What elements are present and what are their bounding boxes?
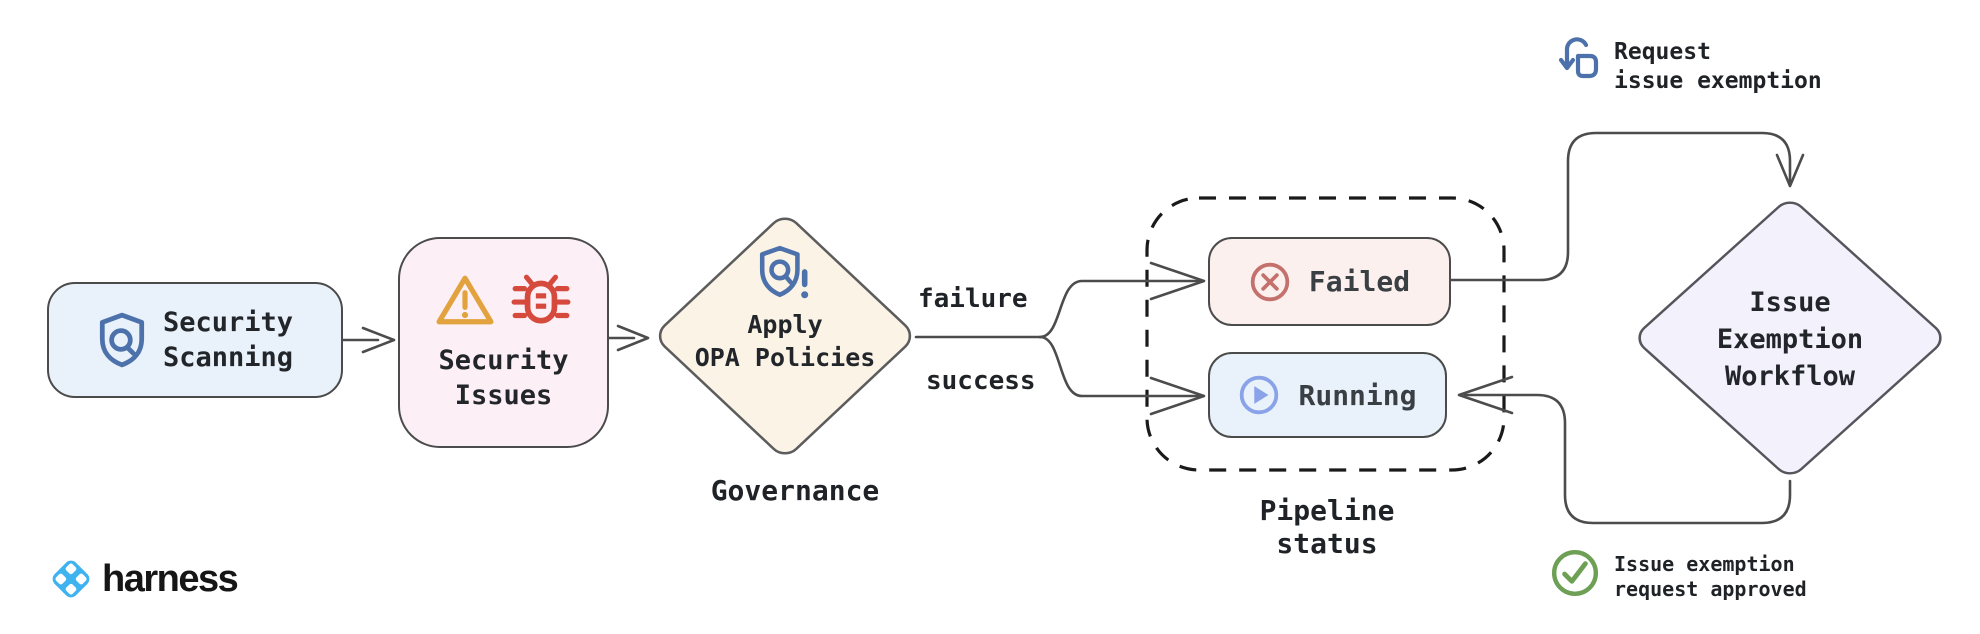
arrowhead-into-opa xyxy=(616,324,650,352)
security-issues-line2: Issues xyxy=(454,379,553,411)
arrowhead-into-issues xyxy=(361,326,396,354)
arrowhead-into-running-right xyxy=(1457,375,1514,415)
running-label: Running xyxy=(1298,378,1417,412)
issue-exemption-line1: Issue xyxy=(1749,287,1831,318)
security-issues-icons xyxy=(436,273,572,327)
success-edge-label: success xyxy=(926,366,1036,396)
security-scanning-label: Security Scanning xyxy=(163,305,293,375)
check-circle-icon xyxy=(1551,549,1599,597)
harness-wordmark: harness xyxy=(102,557,239,600)
pipeline-status-caption: Pipeline status xyxy=(1259,494,1395,560)
edge-failed-to-exemption xyxy=(1449,131,1792,282)
edge-success xyxy=(1038,335,1202,398)
x-circle-icon xyxy=(1250,262,1290,301)
request-approved-line2: request approved xyxy=(1614,577,1807,601)
edge-failure xyxy=(1038,279,1202,339)
play-circle-icon xyxy=(1240,375,1279,415)
request-exemption-text: Request issue exemption xyxy=(1614,34,1822,96)
arrowhead-into-failed xyxy=(1149,261,1206,301)
arrowhead-into-exemption xyxy=(1775,153,1805,188)
node-failed: Failed xyxy=(1208,237,1451,326)
failed-label: Failed xyxy=(1308,265,1411,298)
tap-icon xyxy=(1558,37,1599,79)
bug-icon xyxy=(511,274,570,324)
request-approved-annotation: Issue exemption request approved xyxy=(1550,548,1807,602)
request-exemption-line2: issue exemption xyxy=(1614,68,1822,94)
node-issue-exemption-workflow: Issue Exemption Workflow xyxy=(1660,284,1920,395)
warning-icon xyxy=(436,275,493,324)
issue-exemption-diamond xyxy=(1638,201,1942,475)
security-scanning-line2: Scanning xyxy=(162,342,294,373)
harness-logo-icon xyxy=(52,560,90,598)
issue-exemption-line3: Workflow xyxy=(1724,361,1856,392)
harness-brand: harness xyxy=(48,556,239,602)
apply-opa-line2: OPA Policies xyxy=(694,343,876,372)
security-issues-label: Security Issues xyxy=(438,343,568,413)
node-security-issues: Security Issues xyxy=(398,237,609,448)
security-scanning-line1: Security xyxy=(162,307,294,338)
apply-opa-diamond xyxy=(658,217,912,455)
shield-alert-icon xyxy=(759,245,809,299)
node-security-scanning: Security Scanning xyxy=(47,282,343,398)
issue-exemption-line2: Exemption xyxy=(1716,324,1864,355)
request-approved-line1: Issue exemption xyxy=(1614,552,1795,576)
apply-opa-line1: Apply xyxy=(747,310,823,339)
security-issues-line1: Security xyxy=(438,344,569,376)
edge-exemption-to-running xyxy=(1463,393,1792,525)
pipeline-status-container xyxy=(1145,196,1506,472)
node-running: Running xyxy=(1208,352,1447,438)
governance-caption: Governance xyxy=(710,474,880,507)
request-exemption-annotation: Request issue exemption xyxy=(1556,34,1822,96)
arrowhead-into-running xyxy=(1149,376,1206,416)
apply-opa-label: Apply OPA Policies xyxy=(695,308,876,374)
request-exemption-line1: Request xyxy=(1614,39,1711,65)
node-apply-opa-policies: Apply OPA Policies xyxy=(665,244,905,374)
failure-edge-label: failure xyxy=(918,284,1028,314)
shield-search-icon xyxy=(99,312,145,368)
request-approved-text: Issue exemption request approved xyxy=(1614,548,1807,602)
